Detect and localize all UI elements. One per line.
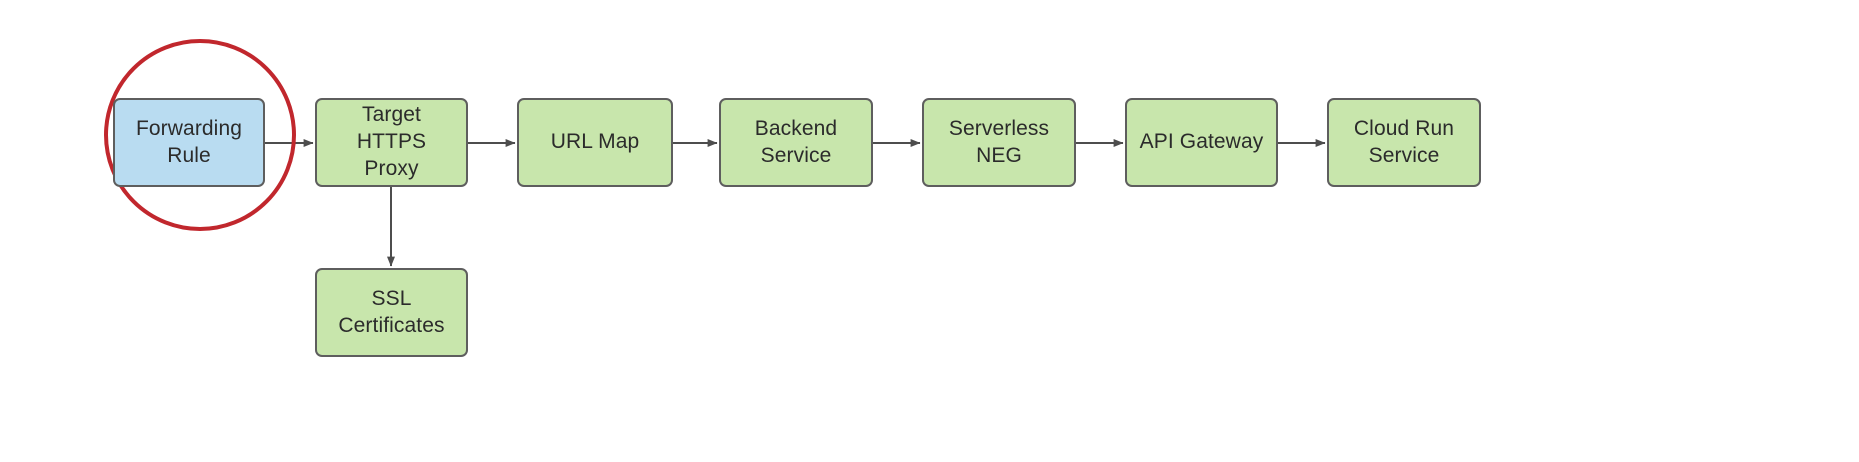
node-backend-service[interactable]: Backend Service (719, 98, 873, 187)
node-backend-service-label: Backend Service (754, 116, 838, 167)
node-url-map[interactable]: URL Map (517, 98, 673, 187)
node-api-gateway[interactable]: API Gateway (1125, 98, 1278, 187)
node-cloud-run-service-label: Cloud Run Service (1353, 116, 1455, 167)
node-forwarding-rule-label: Forwarding Rule (135, 116, 243, 167)
node-api-gateway-label: API Gateway (1139, 130, 1264, 154)
node-ssl-certificates-label: SSL Certificates (338, 286, 445, 337)
highlight-circle-forwarding-rule (104, 39, 296, 231)
node-serverless-neg[interactable]: Serverless NEG (922, 98, 1076, 187)
node-forwarding-rule[interactable]: Forwarding Rule (113, 98, 265, 187)
node-url-map-label: URL Map (550, 130, 640, 154)
node-serverless-neg-label: Serverless NEG (948, 116, 1050, 167)
node-cloud-run-service[interactable]: Cloud Run Service (1327, 98, 1481, 187)
node-ssl-certificates[interactable]: SSL Certificates (315, 268, 468, 357)
node-target-https-proxy[interactable]: Target HTTPS Proxy (315, 98, 468, 187)
node-target-https-proxy-label: Target HTTPS Proxy (356, 103, 427, 180)
